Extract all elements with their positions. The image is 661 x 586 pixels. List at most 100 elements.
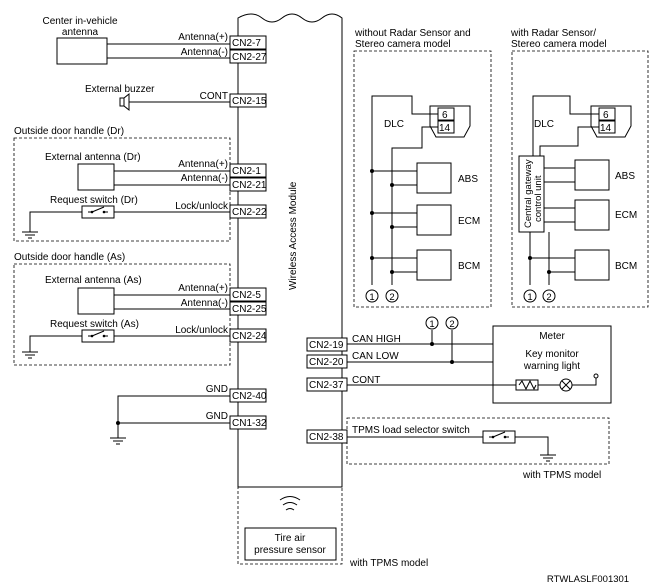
ext-antenna-as-box [77, 287, 115, 315]
ground-lines: GND GND [110, 384, 230, 445]
ecm-box-2 [574, 199, 610, 231]
pin-cn2-20: CN2-20 [309, 357, 344, 368]
gnd-label-2: GND [206, 411, 228, 422]
abs-label: ABS [458, 174, 478, 185]
abs-box [416, 162, 452, 194]
dlc-pin14-2: 14 [600, 123, 612, 134]
gateway-label-1: Central gateway [523, 159, 534, 228]
pin-cn2-7: CN2-7 [232, 38, 261, 49]
pin-cn2-15: CN2-15 [232, 96, 267, 107]
bcm-box [416, 249, 452, 281]
door-dr-label: Outside door handle (Dr) [14, 126, 124, 137]
buzzer-icon [119, 92, 130, 112]
as-lock-unlock-label: Lock/unlock [175, 325, 229, 336]
dr-antenna-minus-label: Antenna(-) [181, 173, 228, 184]
tire-sensor-label-1: Tire air [275, 533, 306, 544]
with-marker-1: 1 [527, 292, 532, 303]
tire-sensor-label-2: pressure sensor [254, 545, 326, 556]
ecm-box [416, 204, 452, 236]
buzzer-cont-label: CONT [200, 91, 228, 102]
dlc-pin14: 14 [439, 123, 451, 134]
door-handle-as-group: Outside door handle (As) External antenn… [13, 252, 231, 366]
reference-code: RTWLASLF001301 [547, 574, 629, 585]
pin-cn2-19: CN2-19 [309, 340, 344, 351]
can-low-label: CAN LOW [352, 351, 399, 362]
dlc-pin6: 6 [442, 110, 448, 121]
can-high-label: CAN HIGH [352, 334, 401, 345]
with-title-2: Stereo camera model [511, 39, 607, 50]
wireless-signal-icon [279, 496, 301, 511]
ground-icon [540, 454, 556, 462]
as-antenna-plus-label: Antenna(+) [178, 283, 228, 294]
external-buzzer-label: External buzzer [85, 84, 155, 95]
central-gateway-box [518, 155, 545, 233]
without-marker-2: 2 [389, 292, 394, 303]
meter-label: Meter [539, 331, 565, 342]
cont-label-right: CONT [352, 375, 380, 386]
pin-cn2-27: CN2-27 [232, 52, 267, 63]
center-antenna-box [56, 37, 108, 65]
pin-cn2-40: CN2-40 [232, 391, 267, 402]
dlc-connector [429, 105, 471, 138]
ext-antenna-dr-label: External antenna (Dr) [45, 152, 141, 163]
pin-cn2-1: CN2-1 [232, 166, 261, 177]
ground-icon [22, 231, 38, 239]
can-meter-group: CAN HIGH CAN LOW 1 2 Meter Key monitor w… [347, 316, 612, 404]
abs-label-2: ABS [615, 171, 635, 182]
key-monitor-label-2: warning light [523, 361, 580, 372]
pin-cn2-37: CN2-37 [309, 380, 344, 391]
with-title-1: with Radar Sensor/ [510, 28, 596, 39]
center-antenna-label-2: antenna [62, 27, 99, 38]
ext-antenna-as-label: External antenna (As) [45, 275, 142, 286]
door-handle-dr-group: Outside door handle (Dr) External antenn… [13, 126, 231, 242]
request-switch-dr-label: Request switch (Dr) [50, 195, 138, 206]
meter-box [492, 325, 612, 404]
with-marker-2: 2 [546, 292, 551, 303]
ecm-label-2: ECM [615, 210, 637, 221]
tpms-switch-box [482, 430, 516, 444]
dlc-connector-2 [590, 105, 632, 138]
can-marker-2: 2 [449, 319, 454, 330]
dr-lock-unlock-label: Lock/unlock [175, 201, 229, 212]
ground-icon [22, 351, 38, 359]
pin-cn1-32: CN1-32 [232, 418, 267, 429]
pin-cn2-21: CN2-21 [232, 180, 267, 191]
with-tpms-label-right: with TPMS model [522, 470, 601, 481]
center-antenna-group: Center in-vehicle antenna Antenna(+) Ant… [42, 16, 230, 65]
gateway-label-2: control unit [533, 175, 544, 222]
dr-antenna-plus-label: Antenna(+) [178, 159, 228, 170]
tpms-switch-group: TPMS load selector switch with TPMS mode… [346, 417, 610, 481]
bcm-label: BCM [458, 261, 480, 272]
pin-cn2-25: CN2-25 [232, 304, 267, 315]
request-switch-dr-box [81, 205, 115, 219]
ground-icon [110, 437, 126, 445]
tpms-switch-label: TPMS load selector switch [352, 425, 470, 436]
pin-cn2-5: CN2-5 [232, 290, 261, 301]
center-antenna-minus-label: Antenna(-) [181, 47, 228, 58]
with-radar-model: with Radar Sensor/ Stereo camera model D… [510, 28, 649, 308]
pin-cn2-24: CN2-24 [232, 331, 267, 342]
key-monitor-label-1: Key monitor [525, 349, 579, 360]
abs-box-2 [574, 159, 610, 191]
tire-sensor-group: Tire air pressure sensor with TPMS model [237, 486, 428, 569]
without-radar-model: without Radar Sensor and Stereo camera m… [353, 28, 492, 308]
left-connectors: CN2-7 CN2-27 CN2-15 CN2-1 CN2-21 CN2-22 … [229, 35, 267, 430]
dlc-label: DLC [384, 119, 404, 130]
tire-sensor-box [244, 527, 337, 561]
external-buzzer-group: External buzzer CONT [85, 84, 230, 112]
dlc-pin6-2: 6 [603, 110, 609, 121]
center-antenna-label-1: Center in-vehicle [42, 16, 117, 27]
as-antenna-minus-label: Antenna(-) [181, 298, 228, 309]
request-switch-as-box [81, 329, 115, 343]
gnd-label-1: GND [206, 384, 228, 395]
pin-cn2-38: CN2-38 [309, 432, 344, 443]
dlc-label-2: DLC [534, 119, 554, 130]
door-as-label: Outside door handle (As) [14, 252, 125, 263]
can-marker-1: 1 [429, 319, 434, 330]
request-switch-as-label: Request switch (As) [50, 319, 139, 330]
without-marker-1: 1 [369, 292, 374, 303]
without-title-2: Stereo camera model [355, 39, 451, 50]
with-tpms-label-bottom: with TPMS model [349, 558, 428, 569]
pin-cn2-22: CN2-22 [232, 207, 267, 218]
